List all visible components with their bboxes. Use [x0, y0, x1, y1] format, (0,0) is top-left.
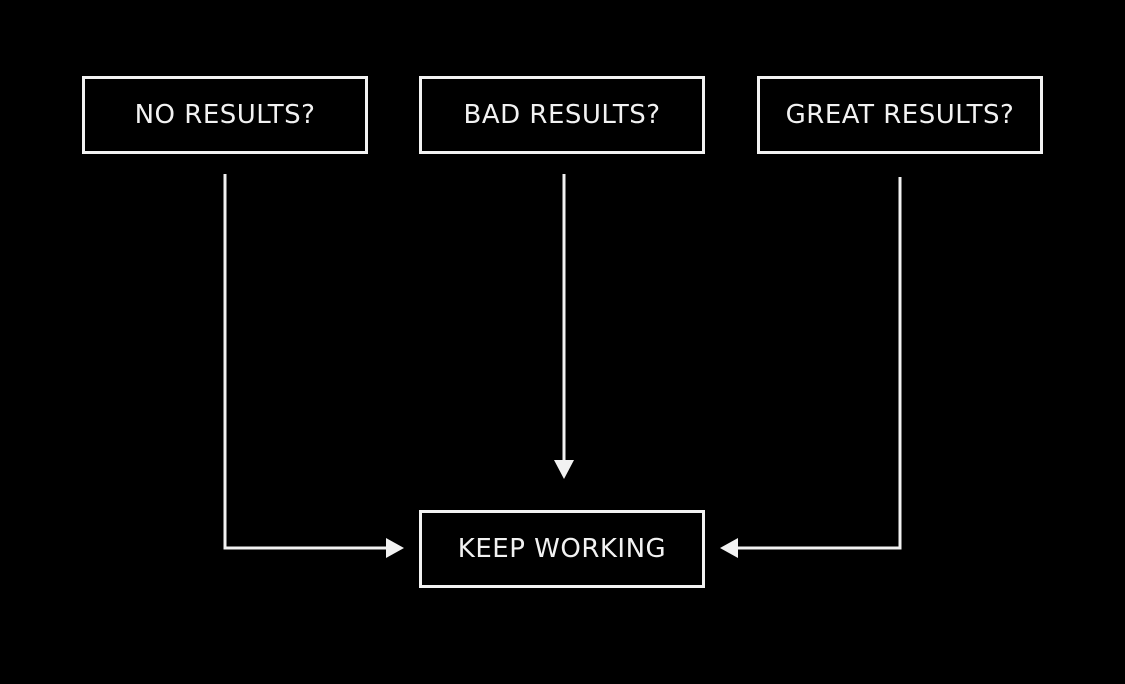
node-bad-results-label: BAD RESULTS? [463, 100, 661, 130]
node-bad-results: BAD RESULTS? [419, 76, 705, 154]
node-great-results-label: GREAT RESULTS? [785, 100, 1015, 130]
node-keep-working-label: KEEP WORKING [457, 534, 667, 564]
arrowhead-down [554, 460, 574, 479]
edge-no-results-to-keep-working [223, 174, 388, 550]
node-keep-working: KEEP WORKING [419, 510, 705, 588]
arrowhead-left [720, 538, 738, 558]
node-great-results: GREAT RESULTS? [757, 76, 1043, 154]
edge-great-results-to-keep-working [736, 177, 902, 550]
node-no-results: NO RESULTS? [82, 76, 368, 154]
arrowhead-right [386, 538, 404, 558]
node-no-results-label: NO RESULTS? [134, 100, 316, 130]
